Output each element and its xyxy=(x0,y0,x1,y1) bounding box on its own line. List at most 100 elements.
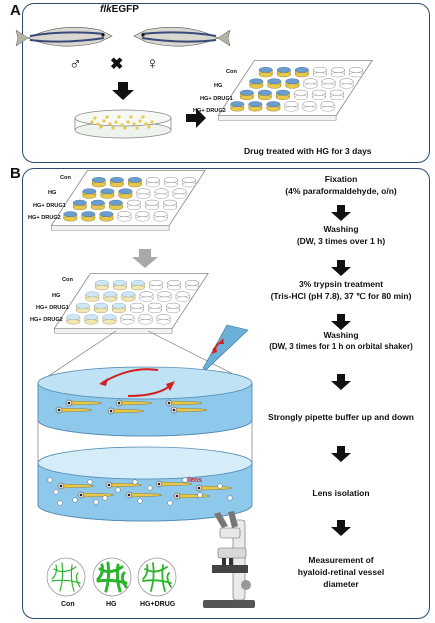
lens-bubble xyxy=(72,497,78,503)
step-down-arrow-icon xyxy=(331,260,351,276)
well xyxy=(81,211,96,222)
well xyxy=(99,211,114,222)
right-arrow-icon xyxy=(186,108,206,128)
step-6-title: Lens isolation xyxy=(312,488,370,498)
step-8-title: diameter xyxy=(323,579,359,589)
well xyxy=(121,291,136,302)
well xyxy=(91,177,106,188)
step-down-arrow-icon xyxy=(331,446,351,462)
step-1-title: Fixation xyxy=(324,174,358,184)
step-2-detail: (DW, 3 times over 1 h) xyxy=(296,236,386,246)
well xyxy=(136,188,151,199)
lens-bubble xyxy=(167,500,173,506)
vessel-circle xyxy=(46,557,86,597)
well xyxy=(163,199,177,211)
well xyxy=(112,302,126,314)
dish-lower xyxy=(37,446,253,522)
well xyxy=(145,199,159,211)
plate-a-row-label-3: HG+ DRUG1 xyxy=(200,96,233,102)
step-5-title: Strongly pipette buffer up and down xyxy=(268,412,414,422)
step-4-title: Washing xyxy=(323,330,359,340)
plate-a-row-label-4: HG+ DRUG2 xyxy=(193,108,226,114)
well xyxy=(90,199,105,211)
well xyxy=(313,66,327,78)
well xyxy=(117,211,132,222)
female-fish-icon xyxy=(133,27,231,47)
male-symbol: ♂ xyxy=(69,54,82,73)
well xyxy=(164,176,178,188)
larva-icon xyxy=(77,491,115,499)
well xyxy=(118,188,133,199)
plate-b1-row-label-3: HG+ DRUG1 xyxy=(33,203,66,209)
down-arrow-icon xyxy=(112,82,134,100)
pipette-icon xyxy=(202,324,249,371)
well xyxy=(166,302,180,314)
panel-a-caption: Drug treated with HG for 3 days xyxy=(244,146,372,156)
vessel-label-con: Con xyxy=(61,601,75,608)
well xyxy=(258,89,272,101)
step-4-detail: (DW, 3 times for 1 h on orbital shaker) xyxy=(269,342,413,351)
well-plate-b2 xyxy=(53,272,209,334)
panel-a-label: A xyxy=(10,2,21,19)
well xyxy=(139,291,154,302)
well xyxy=(128,177,142,188)
larva-icon xyxy=(155,480,193,488)
lens-bubble xyxy=(47,477,53,483)
plate-b1-row-label-2: HG xyxy=(48,190,57,196)
male-fish-icon xyxy=(15,27,113,47)
well xyxy=(302,101,317,112)
well xyxy=(295,67,309,78)
plate-b1-row-label-4: HG+ DRUG2 xyxy=(28,215,61,221)
step-1-detail: (4% paraformaldehyde, o/n) xyxy=(285,186,397,196)
grey-down-arrow-icon xyxy=(132,249,158,268)
lens-bubble xyxy=(147,485,153,491)
well xyxy=(149,279,163,291)
well xyxy=(72,199,87,211)
well xyxy=(94,280,109,291)
larva-icon xyxy=(107,407,145,415)
lens-bubble xyxy=(182,477,188,483)
well xyxy=(75,302,90,314)
larva-icon xyxy=(195,484,233,492)
well xyxy=(266,101,281,112)
step-down-arrow-icon xyxy=(331,374,351,390)
lens-bubble xyxy=(102,495,108,501)
female-symbol: ♀ xyxy=(146,54,159,73)
lens-label: lens xyxy=(188,477,203,484)
well xyxy=(100,188,115,199)
larva-icon xyxy=(65,399,103,407)
vessel-circle xyxy=(137,557,177,597)
well xyxy=(249,78,264,89)
well xyxy=(130,302,144,314)
plate-b2-row-label-3: HG+ DRUG1 xyxy=(36,305,69,311)
well xyxy=(285,78,300,89)
well xyxy=(258,67,273,78)
plate-b2-row-label-4: HG+ DRUG2 xyxy=(30,317,63,323)
vessel-circle xyxy=(92,557,132,597)
well xyxy=(156,314,171,325)
well xyxy=(276,89,290,101)
larva-icon xyxy=(55,406,93,414)
well xyxy=(135,211,150,222)
well xyxy=(157,291,172,302)
well xyxy=(84,314,99,325)
well xyxy=(320,101,335,112)
strain-suffix: EGFP xyxy=(111,4,139,15)
lens-bubble xyxy=(87,479,93,485)
strain-label: flkEGFP xyxy=(100,4,139,15)
petri-dish-icon xyxy=(74,109,172,139)
well xyxy=(131,280,145,291)
well xyxy=(153,211,168,222)
larva-icon xyxy=(125,491,163,499)
step-7-detail: hyaloid-retinal vessel xyxy=(297,567,385,577)
plate-b2-row-label-2: HG xyxy=(52,293,61,299)
strain-name: flk xyxy=(100,4,112,15)
well xyxy=(109,177,124,188)
step-3-title: 3% trypsin treatment xyxy=(298,279,384,289)
well xyxy=(248,101,263,112)
lens-bubble xyxy=(217,483,223,489)
step-2-title: Washing xyxy=(323,224,359,234)
well xyxy=(167,279,181,291)
well xyxy=(146,176,160,188)
